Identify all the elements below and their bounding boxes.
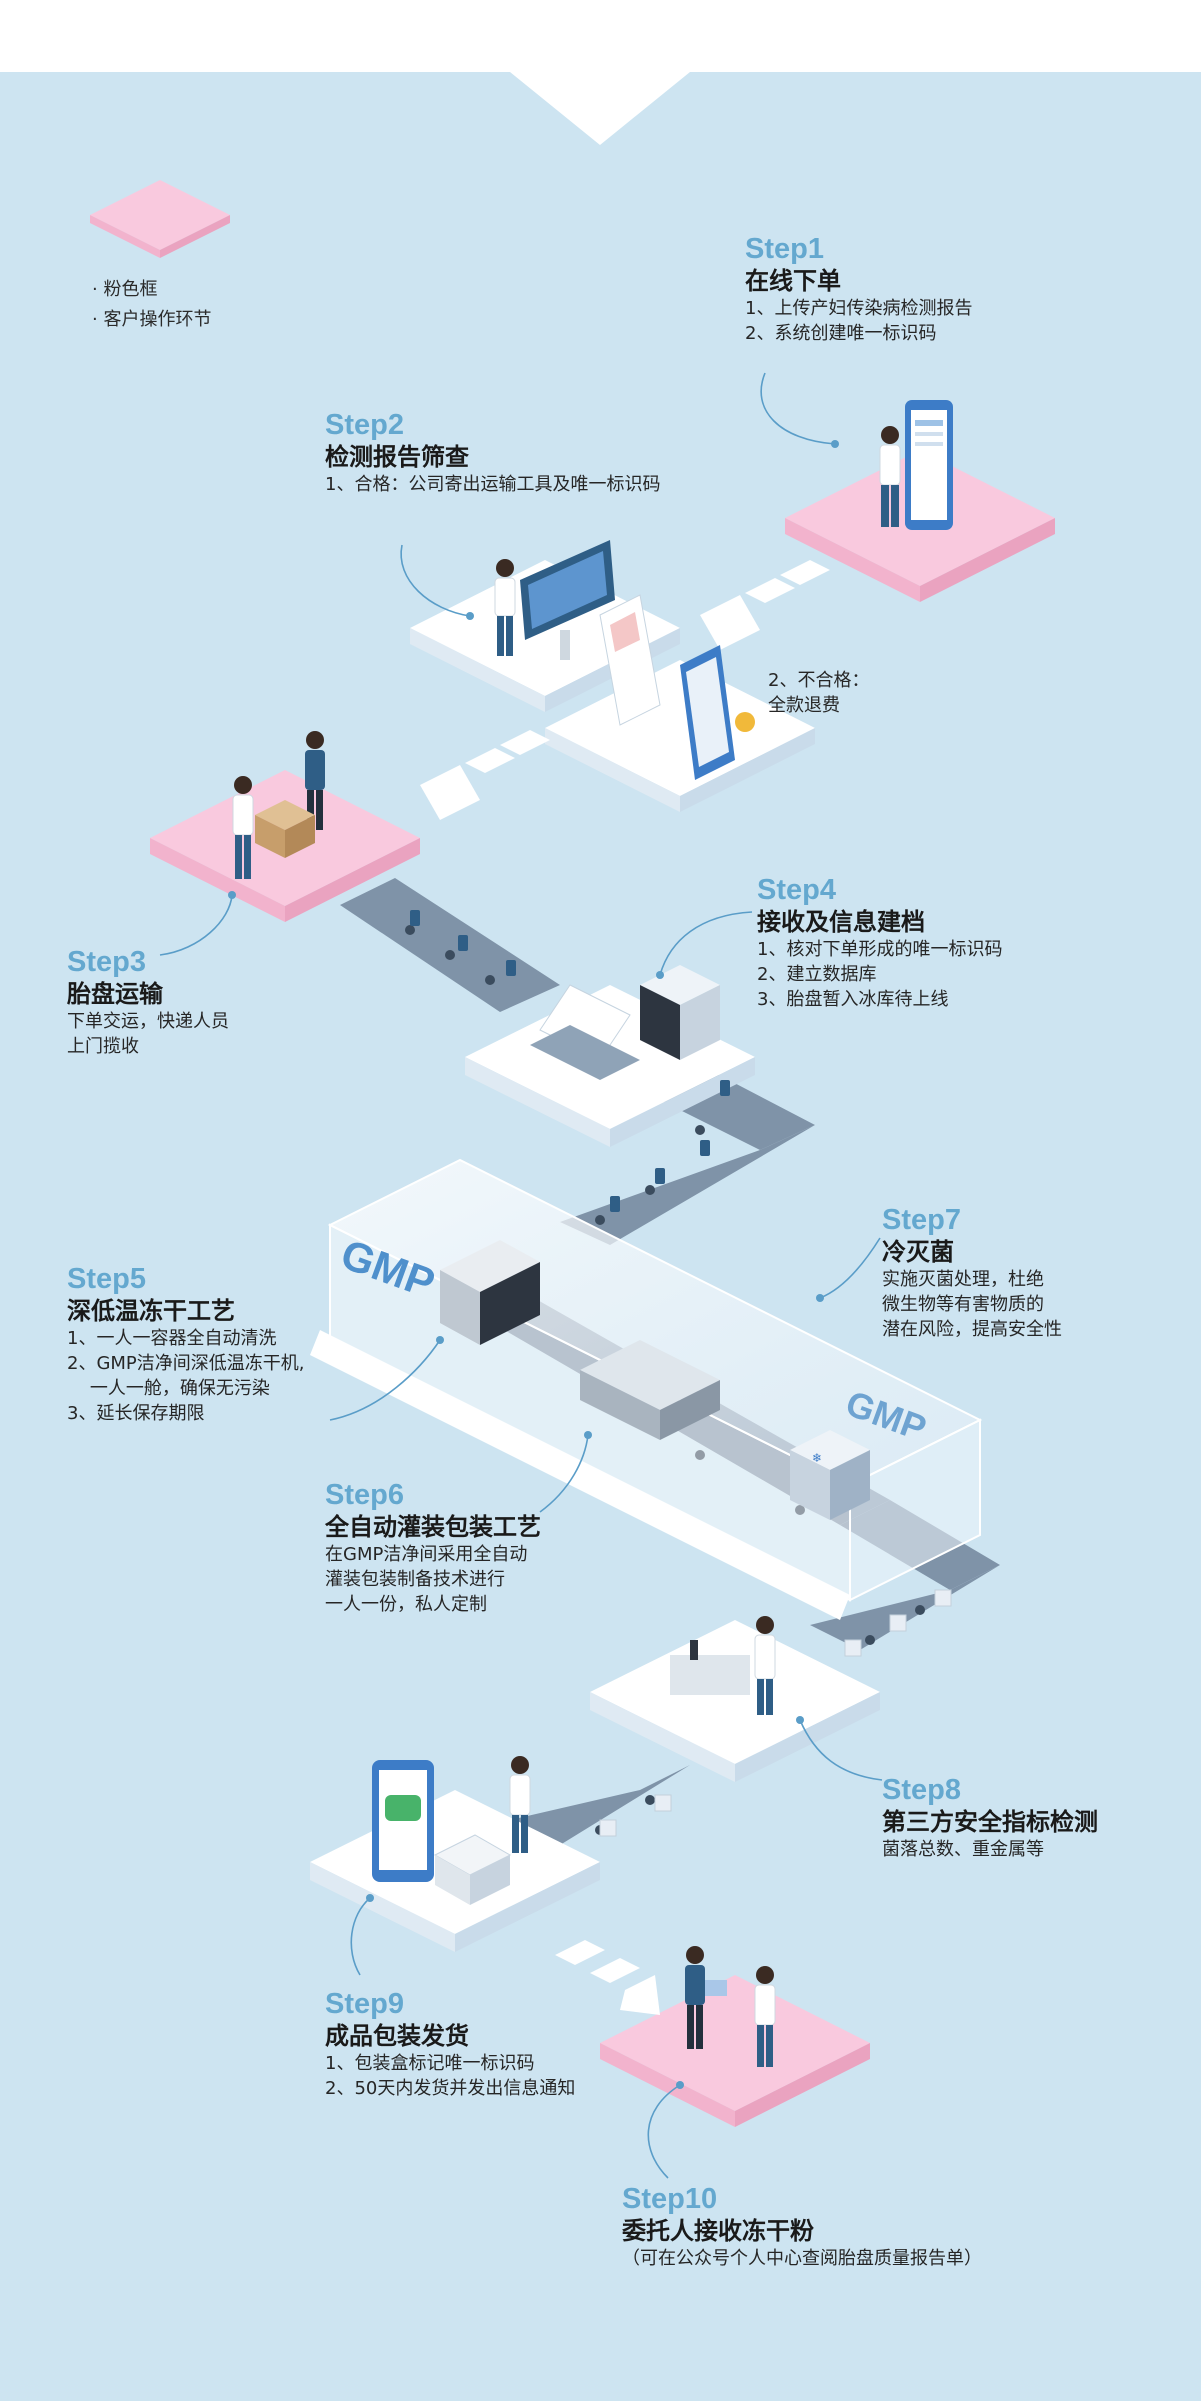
legend-line-2: · 客户操作环节 <box>92 309 212 330</box>
step-1-line-2: 2、系统创建唯一标识码 <box>745 323 937 344</box>
step-7-line-1: 实施灭菌处理，杜绝 <box>882 1269 1044 1290</box>
filling-machine-icon <box>580 1340 720 1440</box>
step-8-block: Step8 第三方安全指标检测 菌落总数、重金属等 <box>882 1773 1098 1862</box>
platform-step8 <box>590 1620 880 1782</box>
step-10-block: Step10 委托人接收冻干粉 （可在公众号个人中心查阅胎盘质量报告单） <box>622 2182 982 2271</box>
step-2-fail-line-2: 全款退费 <box>768 695 840 716</box>
customer-platform-step10 <box>600 1975 870 2127</box>
step-5-line-4: 3、延长保存期限 <box>67 1403 205 1424</box>
step-6-title: 全自动灌装包装工艺 <box>325 1513 541 1541</box>
step-4-line-3: 3、胎盘暂入冰库待上线 <box>757 989 949 1010</box>
step-4-block: Step4 接收及信息建档 1、核对下单形成的唯一标识码 2、建立数据库 3、胎… <box>757 873 1002 1012</box>
microscope-icon <box>670 1640 750 1695</box>
step-3-line-2: 上门揽收 <box>67 1036 139 1057</box>
legend: · 粉色框 · 客户操作环节 <box>92 275 211 335</box>
shipping-box-icon <box>255 800 315 858</box>
step-2-fail-note: 2、不合格： 全款退费 <box>768 668 869 718</box>
packer-figure <box>509 1756 531 1853</box>
step-1-block: Step1 在线下单 1、上传产妇传染病检测报告 2、系统创建唯一标识码 <box>745 232 972 346</box>
step-8-label: Step8 <box>882 1774 961 1806</box>
step-8-title: 第三方安全指标检测 <box>882 1808 1098 1836</box>
delivery-figures-step10 <box>685 1946 776 2067</box>
svg-text:❄: ❄ <box>812 1451 822 1465</box>
step-6-line-2: 灌装包装制备技术进行 <box>325 1569 505 1590</box>
customer-figure-step1 <box>879 426 901 527</box>
step-7-line-2: 微生物等有害物质的 <box>882 1294 1044 1315</box>
step-9-line-2: 2、50天内发货并发出信息通知 <box>325 2078 576 2099</box>
step-5-line-3: 一人一舱，确保无污染 <box>67 1378 270 1399</box>
platform-step2-fail <box>545 660 815 812</box>
step-1-label: Step1 <box>745 233 824 265</box>
step-5-line-2: 2、GMP洁净间深低温冻干机, <box>67 1353 305 1374</box>
step-3-block: Step3 胎盘运输 下单交运，快递人员 上门揽收 <box>67 945 229 1059</box>
step-7-block: Step7 冷灭菌 实施灭菌处理，杜绝 微生物等有害物质的 潜在风险，提高安全性 <box>882 1203 1062 1342</box>
step-2-title: 检测报告筛查 <box>325 443 469 471</box>
step-2-fail-line-1: 2、不合格： <box>768 670 870 691</box>
step-10-line-1: （可在公众号个人中心查阅胎盘质量报告单） <box>622 2248 982 2269</box>
step-2-block: Step2 检测报告筛查 1、合格：公司寄出运输工具及唯一标识码 <box>325 408 660 497</box>
step-1-line-1: 1、上传产妇传染病检测报告 <box>745 298 973 319</box>
step-5-label: Step5 <box>67 1263 146 1295</box>
step-4-line-2: 2、建立数据库 <box>757 964 877 985</box>
step-4-line-1: 1、核对下单形成的唯一标识码 <box>757 939 1003 960</box>
step-5-line-1: 1、一人一容器全自动清洗 <box>67 1328 277 1349</box>
screening-screen-icon <box>520 540 615 660</box>
courier-figures-step3 <box>232 731 325 879</box>
freezer-icon <box>640 965 720 1060</box>
step-10-title: 委托人接收冻干粉 <box>622 2217 814 2245</box>
step-9-block: Step9 成品包装发货 1、包装盒标记唯一标识码 2、50天内发货并发出信息通… <box>325 1987 575 2101</box>
step-6-label: Step6 <box>325 1479 404 1511</box>
step-6-line-3: 一人一份，私人定制 <box>325 1594 487 1615</box>
step-8-line-1: 菌落总数、重金属等 <box>882 1839 1044 1860</box>
powder-cube-icons <box>599 1589 952 1837</box>
step-4-label: Step4 <box>757 874 836 906</box>
header-band <box>0 0 1201 145</box>
step-2-label: Step2 <box>325 409 404 441</box>
pink-platform-icon <box>90 180 230 258</box>
packaging-box-icon <box>433 1834 512 1905</box>
refund-tablet-icon <box>680 645 755 780</box>
step-4-title: 接收及信息建档 <box>757 908 925 936</box>
report-clipboard-icon <box>599 594 661 726</box>
step-6-block: Step6 全自动灌装包装工艺 在GMP洁净间采用全自动 灌装包装制备技术进行 … <box>325 1478 541 1617</box>
step-3-line-1: 下单交运，快递人员 <box>67 1011 229 1032</box>
lab-technician-figure <box>754 1616 776 1715</box>
notification-phone-icon <box>372 1760 434 1882</box>
connector-lines <box>159 372 883 2179</box>
step-6-line-1: 在GMP洁净间采用全自动 <box>325 1544 528 1565</box>
laptop-icon <box>530 984 640 1080</box>
step-9-line-1: 1、包装盒标记唯一标识码 <box>325 2053 535 2074</box>
step-1-title: 在线下单 <box>745 267 841 295</box>
step-7-line-3: 潜在风险，提高安全性 <box>882 1319 1062 1340</box>
sample-vial-icons <box>410 910 730 1212</box>
step-2-line-1: 1、合格：公司寄出运输工具及唯一标识码 <box>325 474 661 495</box>
step-3-title: 胎盘运输 <box>67 980 163 1008</box>
legend-line-1: · 粉色框 <box>92 279 158 300</box>
step-9-title: 成品包装发货 <box>325 2022 469 2050</box>
step-7-label: Step7 <box>882 1204 961 1236</box>
flow-arrows <box>420 560 830 2015</box>
step-3-label: Step3 <box>67 946 146 978</box>
staff-figure-step2 <box>494 559 516 656</box>
freeze-dryer-icon <box>440 1240 540 1345</box>
step-9-label: Step9 <box>325 1988 404 2020</box>
phone-icon <box>905 400 953 530</box>
step-5-title: 深低温冻干工艺 <box>67 1297 235 1325</box>
step-10-label: Step10 <box>622 2183 718 2215</box>
sterilizer-icon: ❄ <box>790 1430 870 1520</box>
step-5-block: Step5 深低温冻干工艺 1、一人一容器全自动清洗 2、GMP洁净间深低温冻干… <box>67 1262 305 1426</box>
step-7-title: 冷灭菌 <box>882 1238 954 1266</box>
